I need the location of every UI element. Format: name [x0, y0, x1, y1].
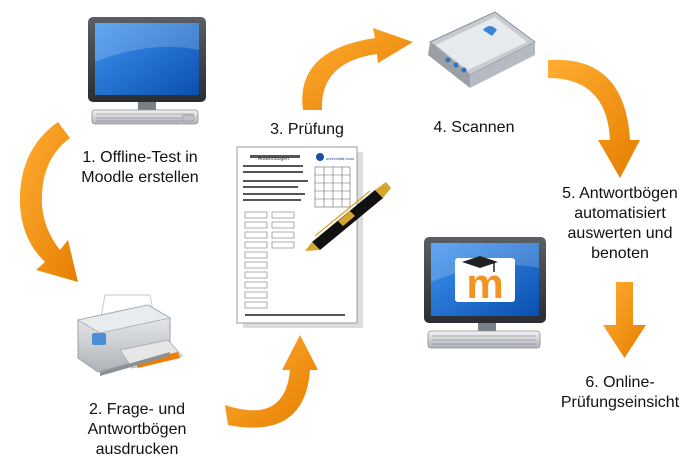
sheet-logo-text: universität bonn [326, 156, 354, 161]
moodle-computer-icon [424, 237, 546, 349]
moodle-logo-letter: m [466, 260, 503, 307]
step-3-label: 3. Prüfung [247, 120, 367, 140]
step-2-line-3: ausdrucken [95, 441, 179, 458]
sheet-title: Antwortbogen [258, 156, 289, 162]
step-3-line-1: 3. Prüfung [270, 121, 344, 138]
arrow-3-to-4 [302, 28, 413, 110]
step-5-line-1: 5. Antwortbögen [562, 185, 678, 202]
step-2-line-2: Antwortbögen [87, 421, 187, 438]
step-4-label: 4. Scannen [414, 118, 534, 138]
arrow-1-to-2 [19, 122, 78, 282]
arrow-5-to-6 [603, 282, 646, 358]
step-1-line-1: 1. Offline-Test in [82, 149, 198, 166]
step-2-label: 2. Frage- und Antwortbögen ausdrucken [57, 400, 217, 460]
step-5-line-3: auswerten und [567, 225, 673, 242]
step-6-line-2: Prüfungseinsicht [560, 394, 680, 411]
step-1-line-2: Moodle erstellen [81, 169, 199, 186]
step-5-line-2: automatisiert [574, 205, 666, 222]
step-1-label: 1. Offline-Test in Moodle erstellen [60, 148, 220, 188]
pen-icon [305, 182, 391, 251]
computer-icon [88, 17, 206, 125]
step-6-label: 6. Online- Prüfungseinsicht [545, 373, 695, 413]
arrow-2-to-3 [225, 335, 318, 428]
step-5-label: 5. Antwortbögen automatisiert auswerten … [545, 184, 695, 264]
answer-sheet-icon [236, 146, 363, 328]
scanner-icon [428, 11, 536, 88]
step-2-line-1: 2. Frage- und [88, 401, 186, 418]
step-5-line-4: benoten [591, 245, 649, 262]
step-4-line-1: 4. Scannen [433, 119, 515, 136]
step-6-line-1: 6. Online- [585, 374, 655, 391]
arrow-4-to-5 [548, 59, 640, 178]
printer-icon [76, 294, 183, 376]
